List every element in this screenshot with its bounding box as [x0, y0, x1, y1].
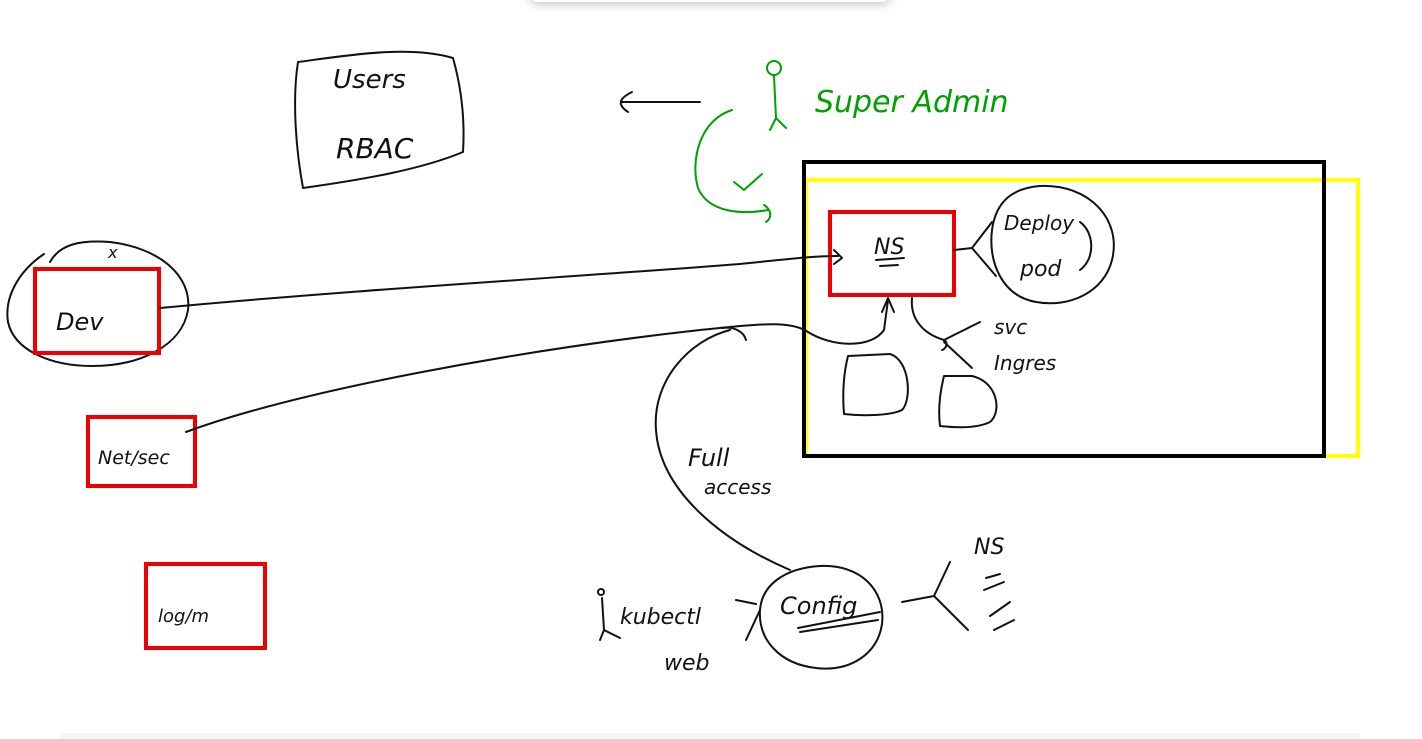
kubectl-group: kubectl web: [597, 588, 761, 676]
rbac-label: RBAC: [336, 132, 414, 165]
dev-label: Dev: [56, 308, 104, 336]
svc-label: svc: [994, 315, 1027, 339]
access-label: access: [704, 475, 771, 499]
stick-figure-icon: [597, 588, 621, 641]
users-label: Users: [333, 65, 406, 95]
deploy-pod-circle: Deploy pod: [953, 184, 1115, 305]
netsec-box: Net/sec: [86, 415, 197, 488]
namespace-box: NS: [828, 210, 956, 297]
pod-label: pod: [1019, 257, 1062, 282]
deploy-label: Deploy: [1004, 211, 1075, 235]
config-circle: Config: [758, 564, 884, 670]
ns-label: NS: [874, 235, 904, 260]
toolbar-shadow: [530, 0, 890, 2]
logm-box: log/m: [144, 562, 267, 650]
kubectl-label: kubectl: [620, 605, 701, 630]
resource-shape-1: [842, 353, 909, 417]
config-label: Config: [780, 592, 857, 620]
dev-mark: x: [107, 243, 118, 262]
netsec-label: Net/sec: [98, 447, 170, 469]
ingres-label: Ingres: [994, 351, 1056, 375]
full-label: Full: [688, 444, 730, 472]
dev-to-ns-line: [159, 255, 839, 309]
arrow-left-icon: [619, 91, 701, 113]
bottom-edge: [60, 733, 1360, 739]
config-ns-branch: NS: [901, 535, 1015, 631]
ns-bottom-label: NS: [974, 535, 1004, 560]
stick-figure-icon: [766, 60, 787, 131]
netsec-to-ns-line: [185, 299, 889, 433]
service-ingress-branch: svc Ingres: [910, 297, 1056, 375]
super-admin-label: Super Admin: [815, 85, 1009, 120]
users-rbac-box: Users RBAC: [294, 50, 465, 189]
cluster-frame: [802, 160, 1326, 458]
web-label: web: [664, 651, 710, 676]
dev-group: Dev x: [6, 240, 190, 367]
full-access-group: Full access: [654, 326, 791, 571]
super-admin-group: Super Admin: [694, 60, 1009, 223]
resource-shape-2: [938, 375, 998, 429]
logm-label: log/m: [158, 606, 209, 627]
checkmark-icon: [733, 173, 763, 191]
